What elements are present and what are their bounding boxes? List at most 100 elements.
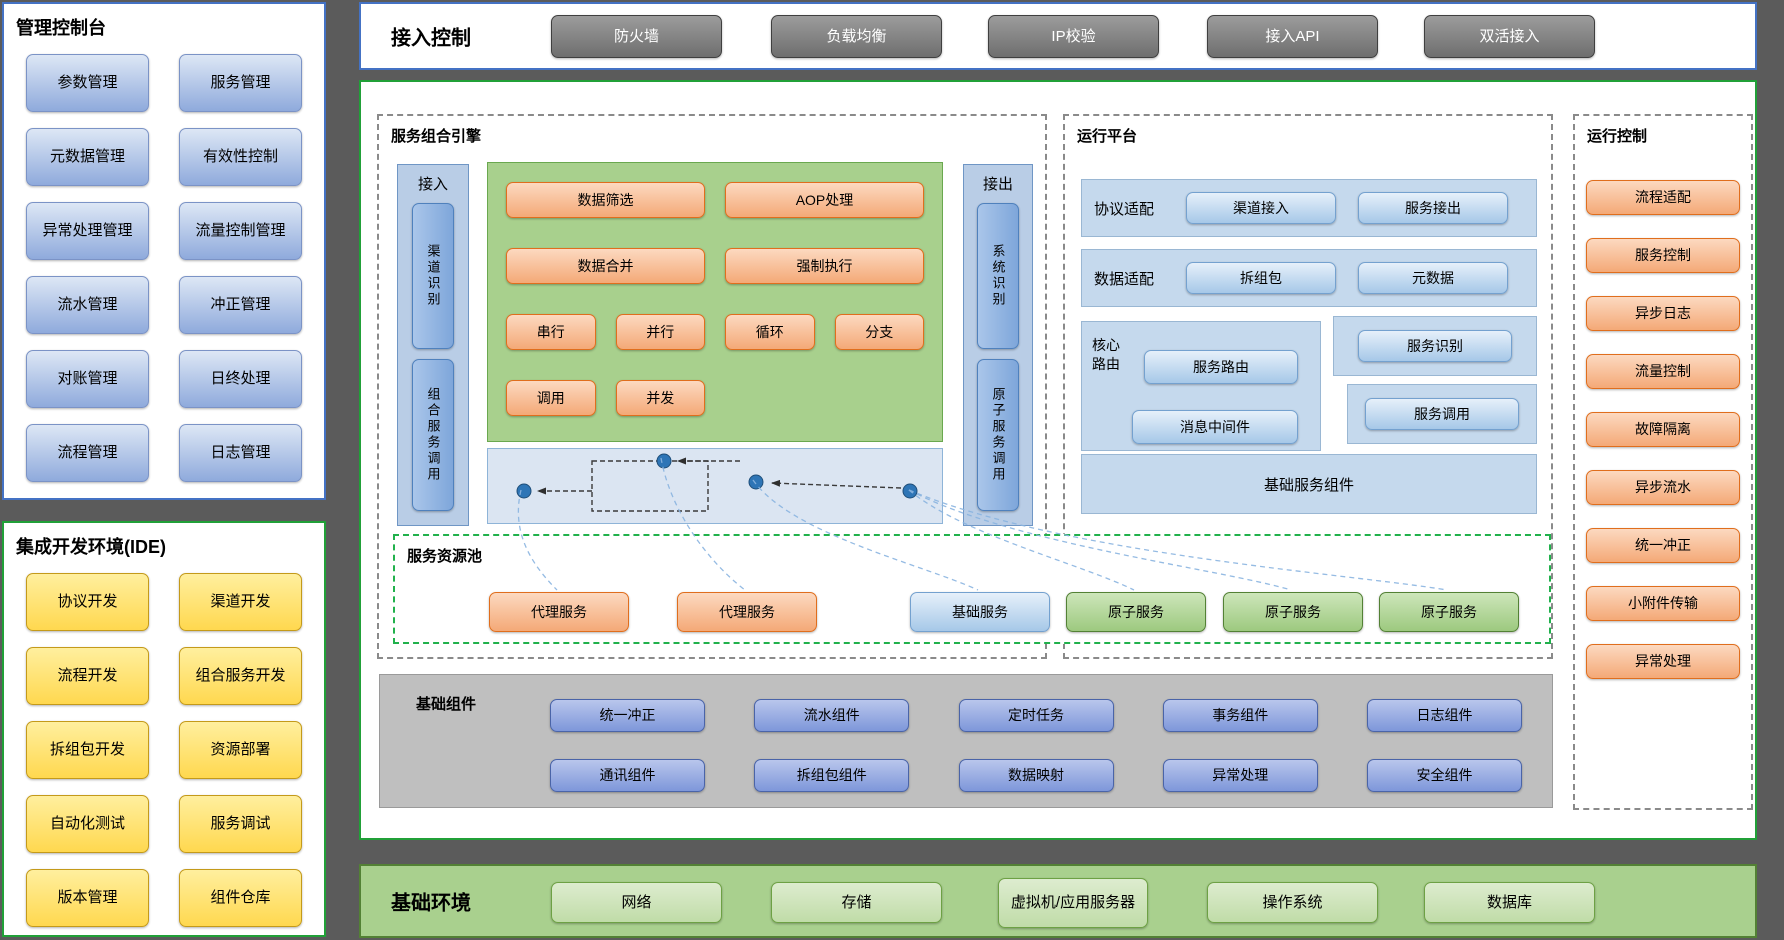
transaction-component-button[interactable]: 事务组件	[1162, 699, 1318, 732]
unified-reversal-component-button[interactable]: 统一冲正	[550, 699, 705, 732]
concurrent-button[interactable]: 并发	[615, 380, 705, 416]
engine-operations-panel: 数据筛选 AOP处理 数据合并 强制执行 串行 并行 循环 分支 调用 并发	[487, 162, 943, 442]
log-management-button[interactable]: 日志管理	[179, 424, 302, 482]
packing-component-button[interactable]: 拆组包组件	[754, 759, 910, 792]
service-management-button[interactable]: 服务管理	[179, 54, 302, 112]
flow-diagram	[487, 448, 943, 524]
data-mapping-button[interactable]: 数据映射	[958, 759, 1114, 792]
data-merge-button[interactable]: 数据合并	[506, 248, 705, 284]
channel-identify-block[interactable]: 渠道识别	[412, 203, 454, 349]
platform-title: 运行平台	[1077, 128, 1138, 145]
service-invoke-button[interactable]: 服务调用	[1365, 398, 1519, 430]
packing-button[interactable]: 拆组包	[1186, 262, 1336, 294]
composite-service-dev-button[interactable]: 组合服务开发	[179, 647, 302, 705]
atomic-service-call-block[interactable]: 原子服务调用	[977, 359, 1019, 511]
message-middleware-button[interactable]: 消息中间件	[1132, 410, 1298, 444]
async-journal-button[interactable]: 异步流水	[1586, 470, 1740, 505]
exception-handling-management-button[interactable]: 异常处理管理	[26, 202, 149, 260]
composite-service-call-block[interactable]: 组合服务调用	[412, 359, 454, 511]
security-component-button[interactable]: 安全组件	[1367, 759, 1522, 792]
fault-isolation-button[interactable]: 故障隔离	[1586, 412, 1740, 447]
main-platform-panel: 服务组合引擎 接入 渠道识别 组合服务调用 数据筛选 AOP处理 数据合并 强制…	[359, 80, 1757, 840]
param-management-button[interactable]: 参数管理	[26, 54, 149, 112]
loop-button[interactable]: 循环	[725, 314, 815, 350]
flow-control-button[interactable]: 流量控制	[1586, 354, 1740, 389]
runtime-control-buttons: 流程适配 服务控制 异步日志 流量控制 故障隔离 异步流水 统一冲正 小附件传输…	[1586, 180, 1740, 679]
system-identify-block[interactable]: 系统识别	[977, 203, 1019, 349]
protocol-adapt-row: 协议适配 渠道接入 服务接出	[1081, 179, 1537, 237]
version-management-button[interactable]: 版本管理	[26, 869, 149, 927]
network-button[interactable]: 网络	[551, 882, 722, 923]
data-filter-button[interactable]: 数据筛选	[506, 182, 705, 218]
async-log-button[interactable]: 异步日志	[1586, 296, 1740, 331]
comm-component-button[interactable]: 通讯组件	[550, 759, 705, 792]
service-composition-engine-panel: 服务组合引擎 接入 渠道识别 组合服务调用 数据筛选 AOP处理 数据合并 强制…	[377, 114, 1047, 659]
service-outbound-button[interactable]: 服务接出	[1358, 192, 1508, 224]
proxy-service-button-1[interactable]: 代理服务	[489, 592, 629, 632]
eod-processing-button[interactable]: 日终处理	[179, 350, 302, 408]
auto-test-button[interactable]: 自动化测试	[26, 795, 149, 853]
management-console-buttons: 参数管理 服务管理 元数据管理 有效性控制 异常处理管理 流量控制管理 流水管理…	[4, 40, 324, 496]
resource-deploy-button[interactable]: 资源部署	[179, 721, 302, 779]
reversal-management-button[interactable]: 冲正管理	[179, 276, 302, 334]
atomic-service-button-1[interactable]: 原子服务	[1066, 592, 1206, 632]
ide-buttons: 协议开发 渠道开发 流程开发 组合服务开发 拆组包开发 资源部署 自动化测试 服…	[4, 559, 324, 940]
metadata-management-button[interactable]: 元数据管理	[26, 128, 149, 186]
load-balancer-button[interactable]: 负载均衡	[771, 15, 942, 58]
small-attachment-transfer-button[interactable]: 小附件传输	[1586, 586, 1740, 621]
storage-button[interactable]: 存储	[771, 882, 942, 923]
service-resource-pool-panel: 服务资源池 代理服务 代理服务 基础服务 原子服务 原子服务 原子服务	[393, 534, 1551, 644]
aop-processing-button[interactable]: AOP处理	[725, 182, 924, 218]
serial-button[interactable]: 串行	[506, 314, 596, 350]
component-repo-button[interactable]: 组件仓库	[179, 869, 302, 927]
access-api-button[interactable]: 接入API	[1207, 15, 1378, 58]
database-button[interactable]: 数据库	[1424, 882, 1595, 923]
base-components-row-1: 统一冲正 流水组件 定时任务 事务组件 日志组件	[550, 699, 1522, 732]
service-debug-button[interactable]: 服务调试	[179, 795, 302, 853]
dual-active-access-button[interactable]: 双活接入	[1424, 15, 1595, 58]
parallel-button[interactable]: 并行	[615, 314, 705, 350]
protocol-dev-button[interactable]: 协议开发	[26, 573, 149, 631]
branch-button[interactable]: 分支	[834, 314, 924, 350]
exception-handling-component-button[interactable]: 异常处理	[1162, 759, 1318, 792]
atomic-service-button-3[interactable]: 原子服务	[1379, 592, 1519, 632]
scheduled-task-button[interactable]: 定时任务	[958, 699, 1114, 732]
unified-reversal-button[interactable]: 统一冲正	[1586, 528, 1740, 563]
atomic-service-button-2[interactable]: 原子服务	[1223, 592, 1363, 632]
log-component-button[interactable]: 日志组件	[1367, 699, 1522, 732]
base-service-button[interactable]: 基础服务	[910, 592, 1050, 632]
invoke-button[interactable]: 调用	[506, 380, 596, 416]
flow-node	[748, 474, 764, 490]
ip-validation-button[interactable]: IP校验	[988, 15, 1159, 58]
proxy-service-button-2[interactable]: 代理服务	[677, 592, 817, 632]
flow-control-management-button[interactable]: 流量控制管理	[179, 202, 302, 260]
packing-dev-button[interactable]: 拆组包开发	[26, 721, 149, 779]
vm-app-server-button[interactable]: 虚拟机/应用服务器	[998, 878, 1148, 928]
outbound-label: 接出	[982, 176, 1013, 193]
os-button[interactable]: 操作系统	[1207, 882, 1378, 923]
process-dev-button[interactable]: 流程开发	[26, 647, 149, 705]
process-management-button[interactable]: 流程管理	[26, 424, 149, 482]
outbound-lane: 接出 系统识别 原子服务调用	[963, 164, 1033, 526]
reconciliation-management-button[interactable]: 对账管理	[26, 350, 149, 408]
exception-handling-button[interactable]: 异常处理	[1586, 644, 1740, 679]
process-adapt-button[interactable]: 流程适配	[1586, 180, 1740, 215]
journal-management-button[interactable]: 流水管理	[26, 276, 149, 334]
flow-group-box	[591, 460, 709, 512]
metadata-button[interactable]: 元数据	[1358, 262, 1508, 294]
channel-access-button[interactable]: 渠道接入	[1186, 192, 1336, 224]
ide-title: 集成开发环境(IDE)	[16, 537, 166, 557]
access-control-panel: 接入控制 防火墙 负载均衡 IP校验 接入API 双活接入	[359, 2, 1757, 70]
force-execute-button[interactable]: 强制执行	[725, 248, 924, 284]
flow-node	[902, 483, 918, 499]
management-console-title: 管理控制台	[16, 18, 106, 38]
service-control-button[interactable]: 服务控制	[1586, 238, 1740, 273]
service-routing-button[interactable]: 服务路由	[1144, 350, 1298, 384]
base-service-components-bar[interactable]: 基础服务组件	[1081, 454, 1537, 514]
channel-dev-button[interactable]: 渠道开发	[179, 573, 302, 631]
validity-control-button[interactable]: 有效性控制	[179, 128, 302, 186]
firewall-button[interactable]: 防火墙	[551, 15, 722, 58]
journal-component-button[interactable]: 流水组件	[754, 699, 910, 732]
service-identify-button[interactable]: 服务识别	[1358, 330, 1512, 362]
